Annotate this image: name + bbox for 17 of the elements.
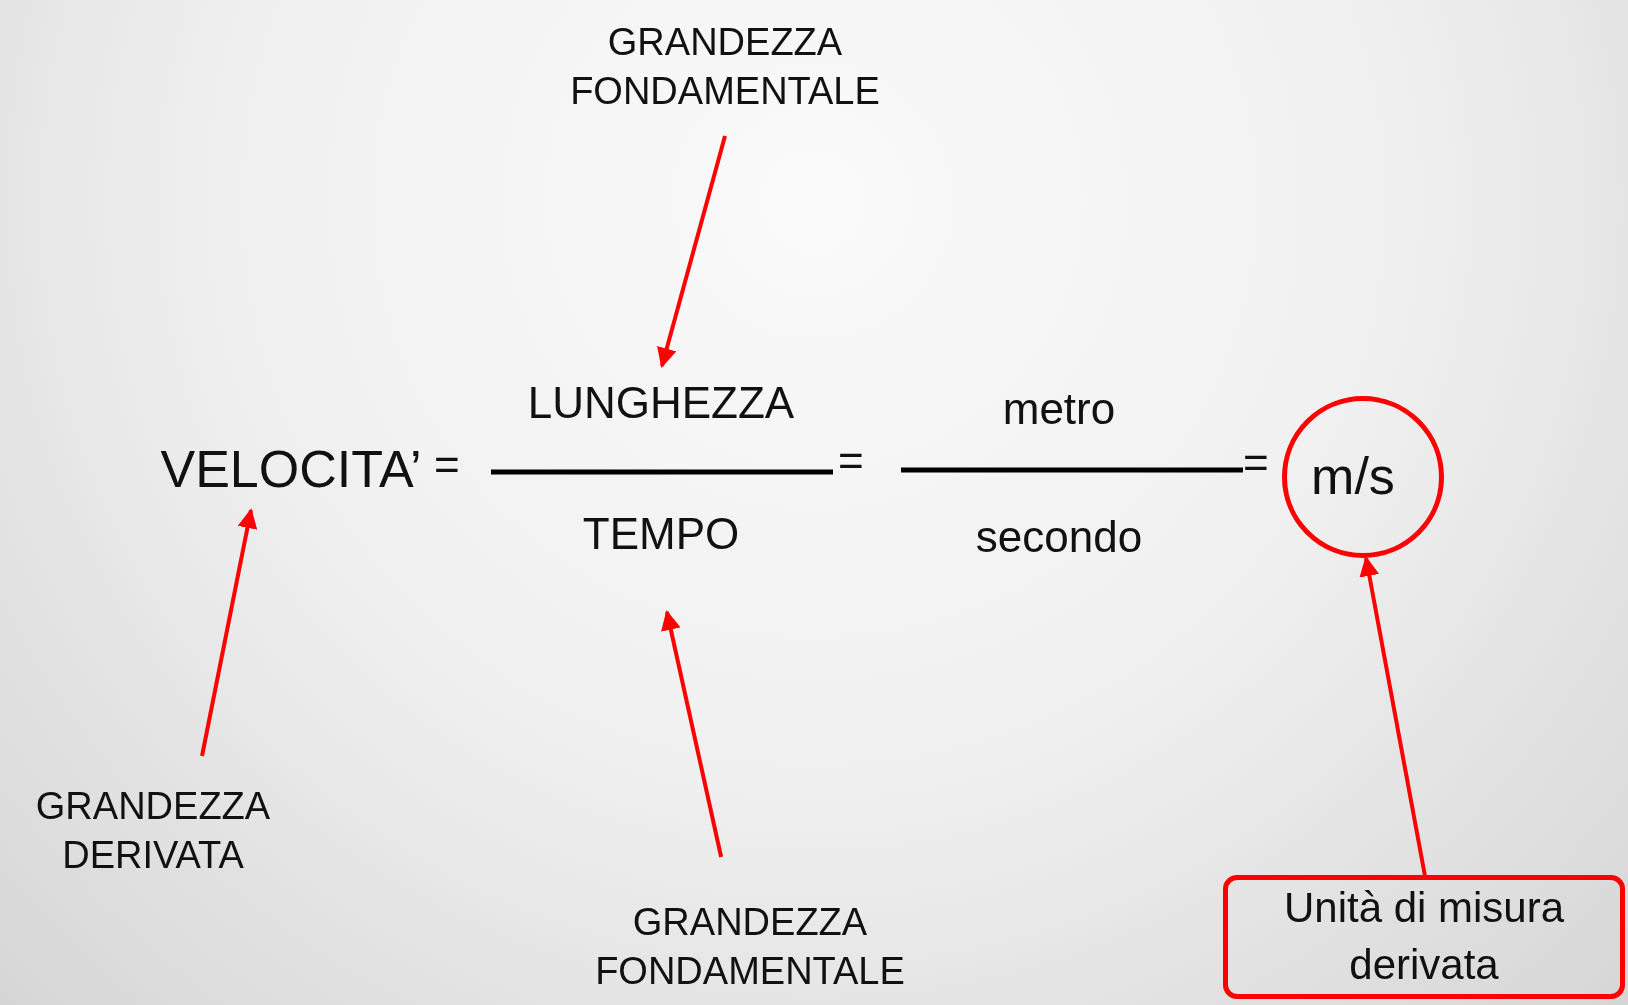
annotation-text: GRANDEZZA FONDAMENTALE <box>555 898 945 1002</box>
equals-sign: = <box>838 436 864 486</box>
numerator-term: LUNGHEZZA <box>505 374 817 438</box>
arrow <box>1359 556 1427 876</box>
unit-label-box: Unità di misura derivata <box>1223 875 1625 999</box>
equals-sign: = <box>434 440 460 490</box>
annotation-text: GRANDEZZA FONDAMENTALE <box>555 18 895 114</box>
arrow <box>657 135 727 368</box>
denominator-term: TEMPO <box>555 505 767 567</box>
arrow <box>200 508 258 757</box>
denominator-term: secondo <box>935 508 1183 568</box>
annotation-text: GRANDEZZA DERIVATA <box>8 782 298 882</box>
arrow <box>661 610 724 858</box>
circled-unit: m/s <box>1282 396 1444 558</box>
numerator-term: metro <box>955 380 1163 440</box>
equals-sign: = <box>1243 438 1269 488</box>
quantity-term: VELOCITA’ <box>148 436 434 506</box>
